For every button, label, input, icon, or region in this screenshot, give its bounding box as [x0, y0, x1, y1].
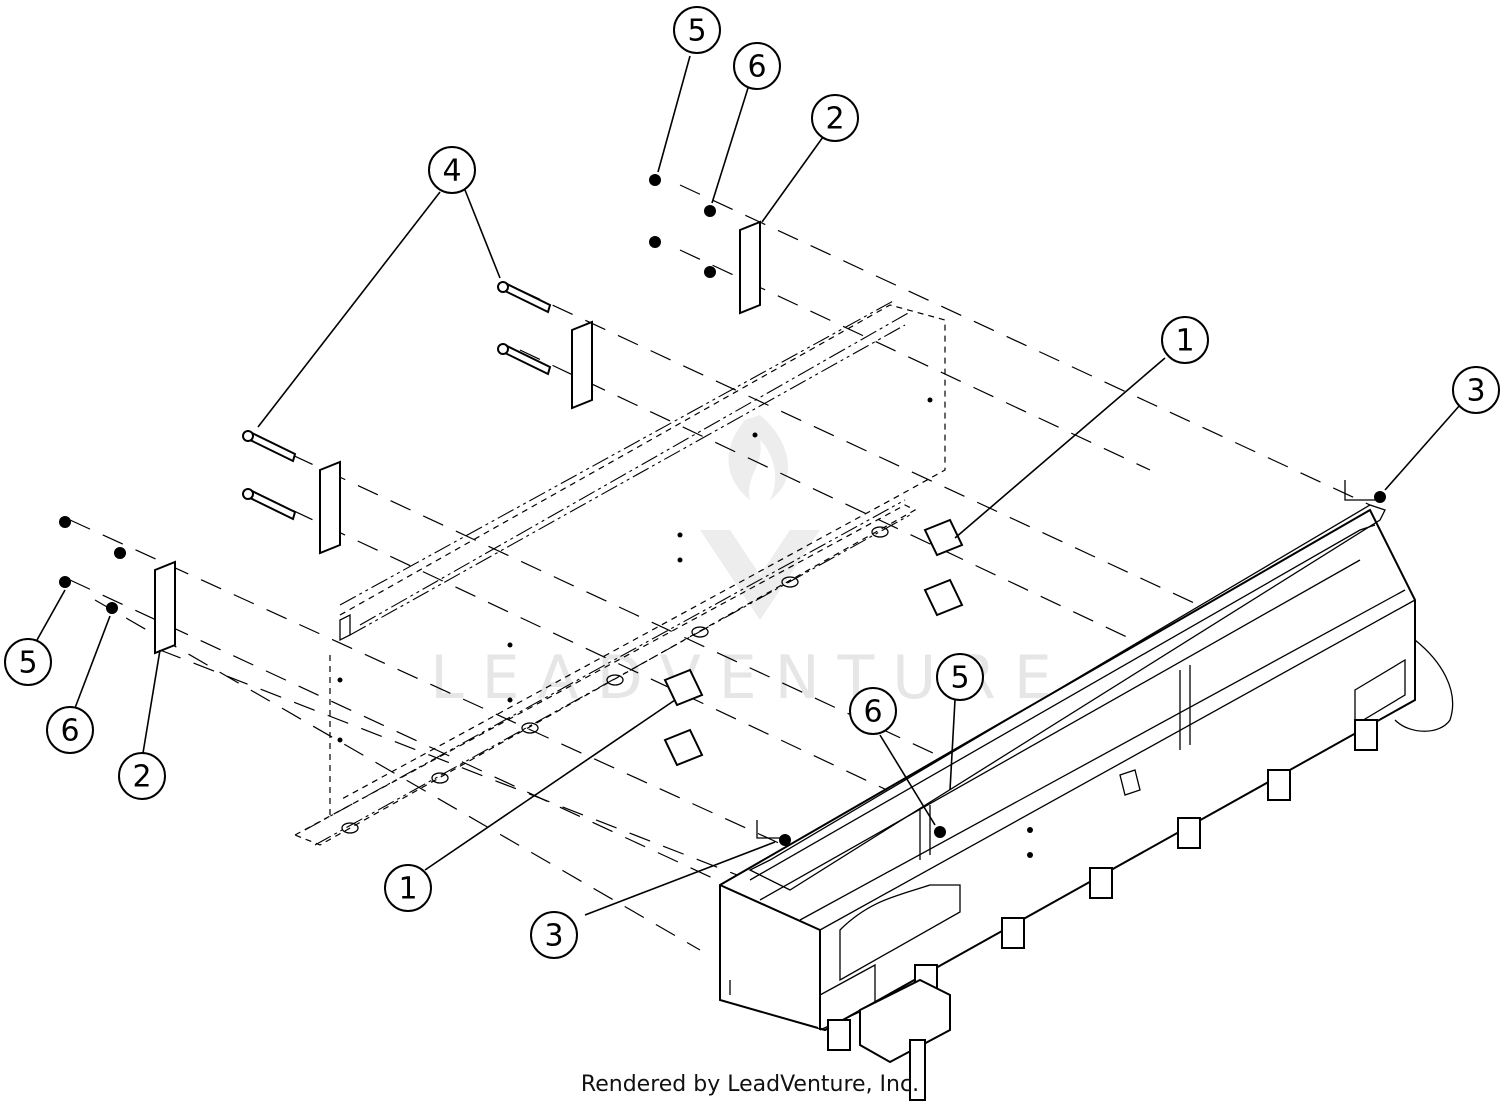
callout-label: 3	[1466, 374, 1485, 409]
callout-label: 4	[442, 154, 461, 189]
hopper-body	[719, 504, 1454, 1101]
callout-label: 6	[863, 695, 882, 730]
callout-5-mid: 5	[936, 653, 984, 701]
callout-label: 6	[747, 50, 766, 85]
callouts: 5 6 2 4 1 3 5 6	[4, 6, 1500, 959]
callout-label: 2	[132, 760, 151, 795]
leader-lines	[36, 55, 1461, 916]
callout-5-top: 5	[673, 6, 721, 54]
callout-label: 5	[18, 646, 37, 681]
plates	[154, 220, 761, 655]
alignment-lines	[69, 184, 1371, 951]
callout-3-right: 3	[1452, 366, 1500, 414]
callout-label: 2	[825, 102, 844, 137]
rail-assembly	[293, 299, 946, 846]
callout-2-left: 2	[118, 752, 166, 800]
callout-5-left: 5	[4, 638, 52, 686]
motor-unit	[859, 978, 951, 1101]
callout-2-top: 2	[811, 94, 859, 142]
fasteners	[59, 174, 1386, 846]
callout-label: 5	[687, 14, 706, 49]
callout-label: 1	[398, 872, 417, 907]
callout-6-left: 6	[46, 706, 94, 754]
callout-label: 3	[544, 919, 563, 954]
callout-6-top: 6	[733, 42, 781, 90]
callout-1-right: 1	[1161, 316, 1209, 364]
spacers	[663, 518, 964, 767]
callout-label: 5	[950, 661, 969, 696]
callout-label: 1	[1175, 324, 1194, 359]
callout-label: 6	[60, 714, 79, 749]
render-credit: Rendered by LeadVenture, Inc.	[580, 1072, 920, 1097]
callout-6-mid: 6	[849, 687, 897, 735]
rail-holes	[341, 526, 889, 834]
callout-4: 4	[428, 146, 476, 194]
callout-3-bottom: 3	[530, 911, 578, 959]
hopper-feet	[827, 719, 1378, 1051]
callout-1-bottom: 1	[384, 864, 432, 912]
bolts	[242, 281, 552, 521]
